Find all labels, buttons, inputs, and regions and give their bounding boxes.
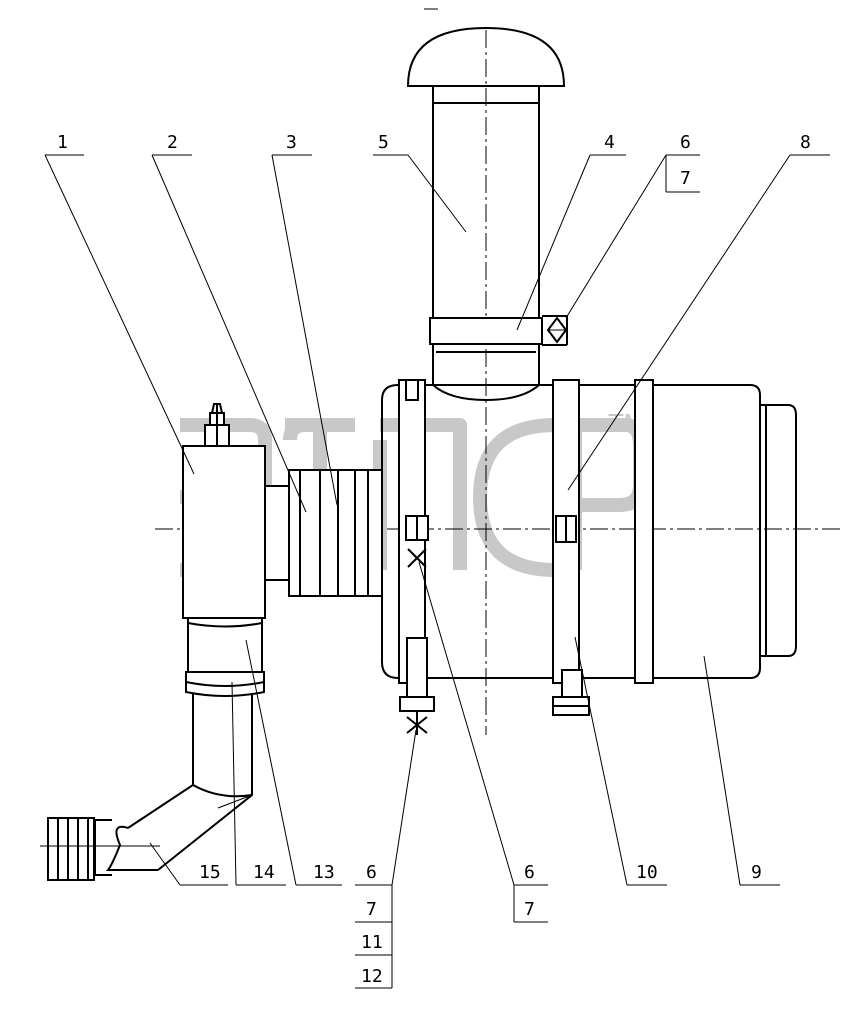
callout-6-bottom-left: 6 (366, 862, 377, 883)
callout-14: 14 (253, 862, 275, 883)
outlet-elbow (187, 618, 263, 680)
band-clamp-mid (552, 379, 580, 684)
callout-labels: 1 2 3 5 4 6 7 8 15 14 13 6 7 11 12 6 7 1… (57, 132, 811, 987)
elbow-clamp (185, 671, 265, 697)
callout-8: 8 (800, 132, 811, 153)
callout-13: 13 (313, 862, 335, 883)
lower-bracket-left (399, 637, 435, 735)
outlet-pipe (127, 694, 253, 871)
callout-12: 12 (361, 966, 383, 987)
band-clamp-right (634, 379, 654, 684)
callout-1: 1 (57, 132, 68, 153)
leader-lines (44, 154, 830, 989)
callout-11: 11 (361, 932, 383, 953)
callout-15: 15 (199, 862, 221, 883)
callout-6-bottom-mid: 6 (524, 862, 535, 883)
housing-body (381, 384, 761, 679)
callout-5: 5 (378, 132, 389, 153)
lower-bracket-right (552, 669, 590, 716)
intake-clamp (429, 315, 568, 346)
callout-9: 9 (751, 862, 762, 883)
band-clamp-left (405, 515, 429, 568)
callout-3: 3 (286, 132, 297, 153)
intake-cap (406, 26, 566, 87)
connecting-sleeve (264, 469, 383, 597)
callout-7-bottom-left: 7 (366, 899, 377, 920)
outlet-pipe-end (40, 817, 160, 881)
callout-6-top: 6 (680, 132, 691, 153)
callout-2: 2 (167, 132, 178, 153)
callout-7-bottom-mid: 7 (524, 899, 535, 920)
callout-7-top: 7 (680, 168, 691, 189)
precleaner-box (182, 403, 266, 619)
callout-10: 10 (636, 862, 658, 883)
callout-4: 4 (604, 132, 615, 153)
housing-cover (760, 404, 797, 657)
